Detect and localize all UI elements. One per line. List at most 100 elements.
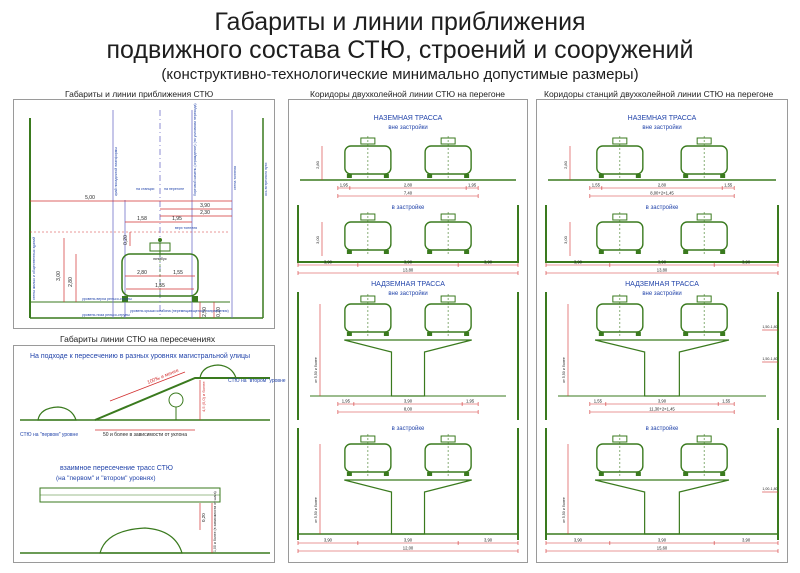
corridor_span-vehicle-4a-wheel-left <box>346 472 352 476</box>
wall-left-label: стены жилых и общественных зданий <box>32 237 36 300</box>
corridor_span-vehicle-1a-wheel-right <box>383 174 389 178</box>
wheel-right <box>192 296 198 302</box>
corridor_station-dimrow-1-label: 1,55 <box>724 183 733 188</box>
corridor-station-title: Коридоры станций двухколейной линии СТЮ … <box>544 89 774 99</box>
corridor_station-height-label-4: от 5,50 и более <box>562 497 566 523</box>
clearance-drawing: юнибус 5,00 3,90 2,30 1,95 1,58 2,80 1,5… <box>29 103 268 319</box>
corridor_station-dimrow-3-label: 1,55 <box>594 399 603 404</box>
corridor_station-vehicle-3a-wheel-left <box>598 332 604 336</box>
clearance-panel <box>13 99 275 329</box>
corridor_span-dimrow-4-label: 3,90 <box>484 538 493 543</box>
poster-title-line-1: Габариты и линии приближения <box>214 8 586 36</box>
rail-bottom-label: уровень низа рельсо-струны <box>82 313 130 317</box>
corridor_span-vehicle-4b-wheel-left <box>427 472 433 476</box>
corridor_station-vehicle-2b-wheel-left <box>683 250 689 254</box>
corridor_span-height-label-4: от 5,50 и более <box>314 497 318 523</box>
corridor_span-vehicle-2b-wheel-right <box>464 250 470 254</box>
horizontal-dimension-labels: 5,00 3,90 2,30 1,95 1,58 2,80 1,55 1,55 <box>85 195 210 289</box>
dim-3-00: 3,00 <box>56 271 62 281</box>
poster-subtitle: (конструктивно-технологические минимальн… <box>161 66 639 83</box>
corridor_span-vehicle-1b-wheel-right <box>464 174 470 178</box>
height-label: 4,5 (5,0) и более <box>201 381 206 412</box>
on-span-label: на перегоне <box>164 187 184 191</box>
corridor_station-vehicle-2b-wheel-right <box>720 250 726 254</box>
corridor_station-trough-2 <box>545 205 779 263</box>
dim-1-55-right: 1,55 <box>173 270 183 276</box>
crossing-height-label: 1,00 и более (в зависимости от шага) <box>213 491 217 552</box>
corridor_station-dimrow-2-total-label: 13,80 <box>657 268 668 273</box>
corridor_span-vehicle-4a-wheel-right <box>383 472 389 476</box>
corridor_station-vehicle-2a-wheel-right <box>635 250 641 254</box>
mutual-crossing-subtext: (на "первом" и "втором" уровнях) <box>56 475 156 482</box>
corridor_station-dimrow-2-label: 3,90 <box>742 260 751 265</box>
corridor_span-dimrow-3-label: 1,95 <box>466 399 475 404</box>
mutual-crossing-text: взаимное пересечение трасс СТЮ <box>60 465 173 472</box>
rail-top-label: уровень верха рельсо-струны <box>82 297 132 301</box>
slope-dimension <box>109 371 186 402</box>
corridor_span-trough-2 <box>297 205 519 263</box>
crossings-drawing: На подходе к пересечению в разных уровня… <box>20 352 286 554</box>
corridor_station-dimrow-1-total-label: 8,00+2×1,45 <box>650 191 674 196</box>
corridor_station-outside-builtup-2: вне застройки <box>642 290 681 297</box>
corridor_station-vehicle-1b-wheel-right <box>720 174 726 178</box>
second-level-label: СТЮ на "втором" уровне <box>228 378 286 384</box>
distance-label: 50 и более в зависимости от уклона <box>103 432 187 438</box>
corridor_span-dimrow-1-total-label: 7,40 <box>404 191 413 196</box>
corridor_station-height-label-3: от 5,50 и более <box>562 357 566 383</box>
corridor_span-dimrow-2-label: 3,90 <box>404 260 413 265</box>
ground-level-label: уровень крыши комбипа (перемещающегося н… <box>130 309 229 313</box>
corridor_span-ground-title: НАЗЕМНАЯ ТРАССА <box>374 115 443 122</box>
corridor_station-dimrow-4-label: 3,90 <box>574 538 583 543</box>
platform-edge-label: край посадочной платформы <box>114 147 118 196</box>
corridor_span-vehicle-3a-wheel-right <box>383 332 389 336</box>
corridor_span-pylon-3 <box>344 339 472 397</box>
corridor_station-pylon-4 <box>594 479 730 535</box>
corridor_station-dimrow-4-label: 3,90 <box>742 538 751 543</box>
approach-text: На подходе к пересечению в разных уровня… <box>30 352 250 360</box>
corridor_span-height-label-2: 3,00 <box>315 235 320 244</box>
corridor_station-side-dim-label: 1,00-1,80 <box>762 487 777 491</box>
corridor_span-vehicle-3b-wheel-right <box>464 332 470 336</box>
clearance-panel-title: Габариты и линии приближения СТЮ <box>65 89 214 99</box>
side-curb-label: бортовой камень (ограждение) (по условия… <box>193 103 197 196</box>
corridor-span-title: Коридоры двухколейной линии СТЮ на перег… <box>310 89 506 99</box>
corridor_station-vehicle-1b-wheel-left <box>683 174 689 178</box>
dim-0-20-low: 0,20 <box>216 307 222 317</box>
corridor_station-in-builtup-2: в застройке <box>646 425 679 432</box>
crossing-gap-label: 0,20 <box>201 513 206 522</box>
corridor_span-height-label-1: 2,80 <box>315 160 320 169</box>
corridor_station-in-builtup-1: в застройке <box>646 204 679 211</box>
corridor_station-vehicle-1a-wheel-right <box>635 174 641 178</box>
corridor_station-dimrow-1-label: 2,80 <box>658 183 667 188</box>
first-level-label: СТЮ на "первом" уровне <box>20 432 78 438</box>
corridor_station-side-dim-label: 1,50-1,80 <box>762 325 777 329</box>
corridor_station-pylon-3 <box>594 339 730 397</box>
corridor_station-vehicle-4b-wheel-left <box>683 472 689 476</box>
corridor_span-outside-builtup: вне застройки <box>388 124 427 131</box>
corridor_station-ground-title: НАЗЕМНАЯ ТРАССА <box>628 115 697 122</box>
clearance-guide-labels: стены жилых и общественных зданий край п… <box>32 103 268 317</box>
corridor-station-panel <box>536 99 788 563</box>
corridor_span-in-builtup-2: в застройке <box>392 425 425 432</box>
corridor_span-dimrow-4-label: 3,90 <box>404 538 413 543</box>
corridor_station-vehicle-2a-wheel-left <box>598 250 604 254</box>
corridor_station-dimrow-3-label: 1,55 <box>722 399 731 404</box>
corridor_station-vehicle-4a-wheel-left <box>598 472 604 476</box>
corridor_span-elevated-title: НАДЗЕМНАЯ ТРАССА <box>371 281 445 288</box>
corridor_span-dimrow-1-label: 1,95 <box>340 183 349 188</box>
corridor-span-panel <box>288 99 528 563</box>
corridor_span-pylon-4 <box>344 479 472 535</box>
ramp <box>94 377 270 421</box>
rail-string-marker <box>158 238 162 242</box>
curb-pattern-label: ось встречного пути <box>264 163 268 196</box>
corridor_span-vehicle-2b-wheel-left <box>427 250 433 254</box>
corridor_span-dimrow-4-label: 3,90 <box>324 538 333 543</box>
vehicle-lower-crossing <box>99 527 183 554</box>
corridor_station-vehicle-3a-wheel-right <box>635 332 641 336</box>
corridor_span-vehicle-2a-wheel-left <box>346 250 352 254</box>
vehicle-first-level <box>37 406 77 421</box>
at-station-label: на станции <box>136 187 154 191</box>
